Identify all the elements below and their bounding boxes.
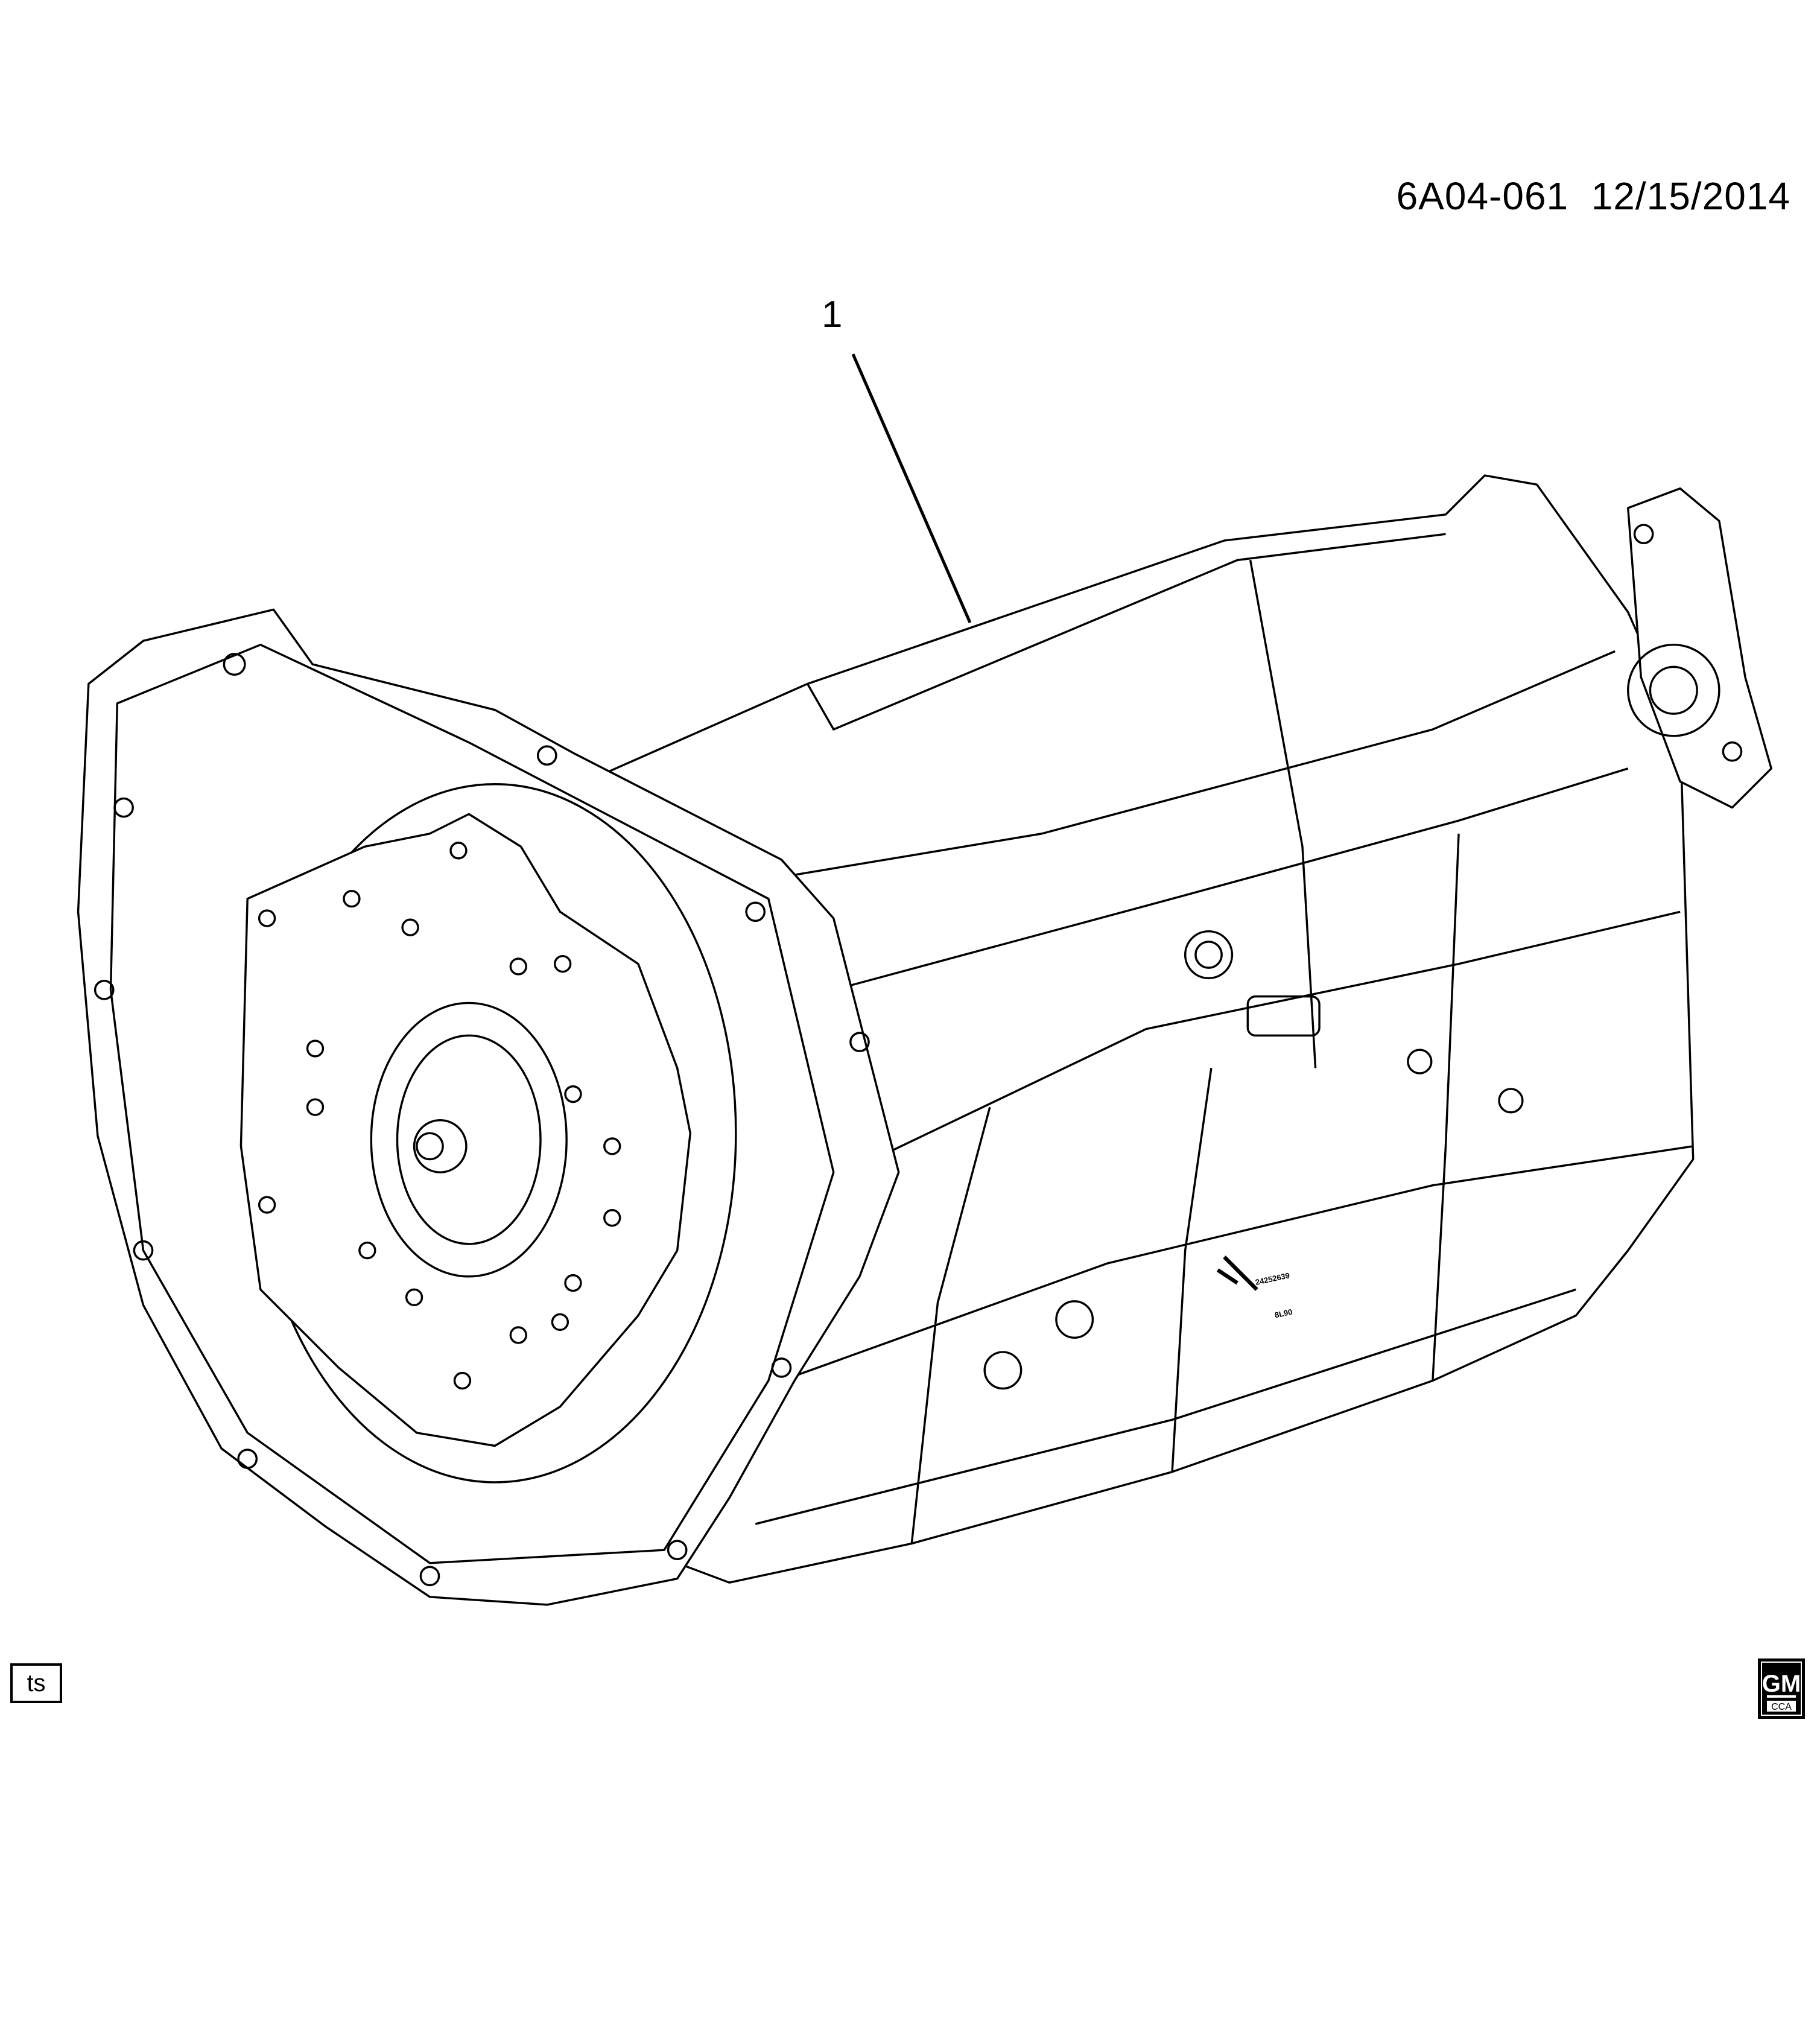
diagram-date: 12/15/2014 [1591,174,1790,218]
logo-gm-text: GM [1762,1671,1801,1697]
diagram-id: 6A04-061 [1396,174,1569,218]
ts-label-box: ts [10,1663,62,1703]
transmission-case [585,474,1695,1584]
diagram-id-and-date: 6A04-061 12/15/2014 [1397,174,1790,218]
gm-cca-logo: GM CCA [1758,1658,1805,1719]
callout-1: 1 [822,294,843,335]
logo-cca-text: CCA [1771,1702,1792,1712]
input-shaft [413,1119,468,1173]
callout-leader-line [851,354,972,623]
output-flange [1627,487,1772,809]
model-marking: 8L90 [1274,1307,1293,1320]
flexplate-bolt-holes [258,842,621,1390]
